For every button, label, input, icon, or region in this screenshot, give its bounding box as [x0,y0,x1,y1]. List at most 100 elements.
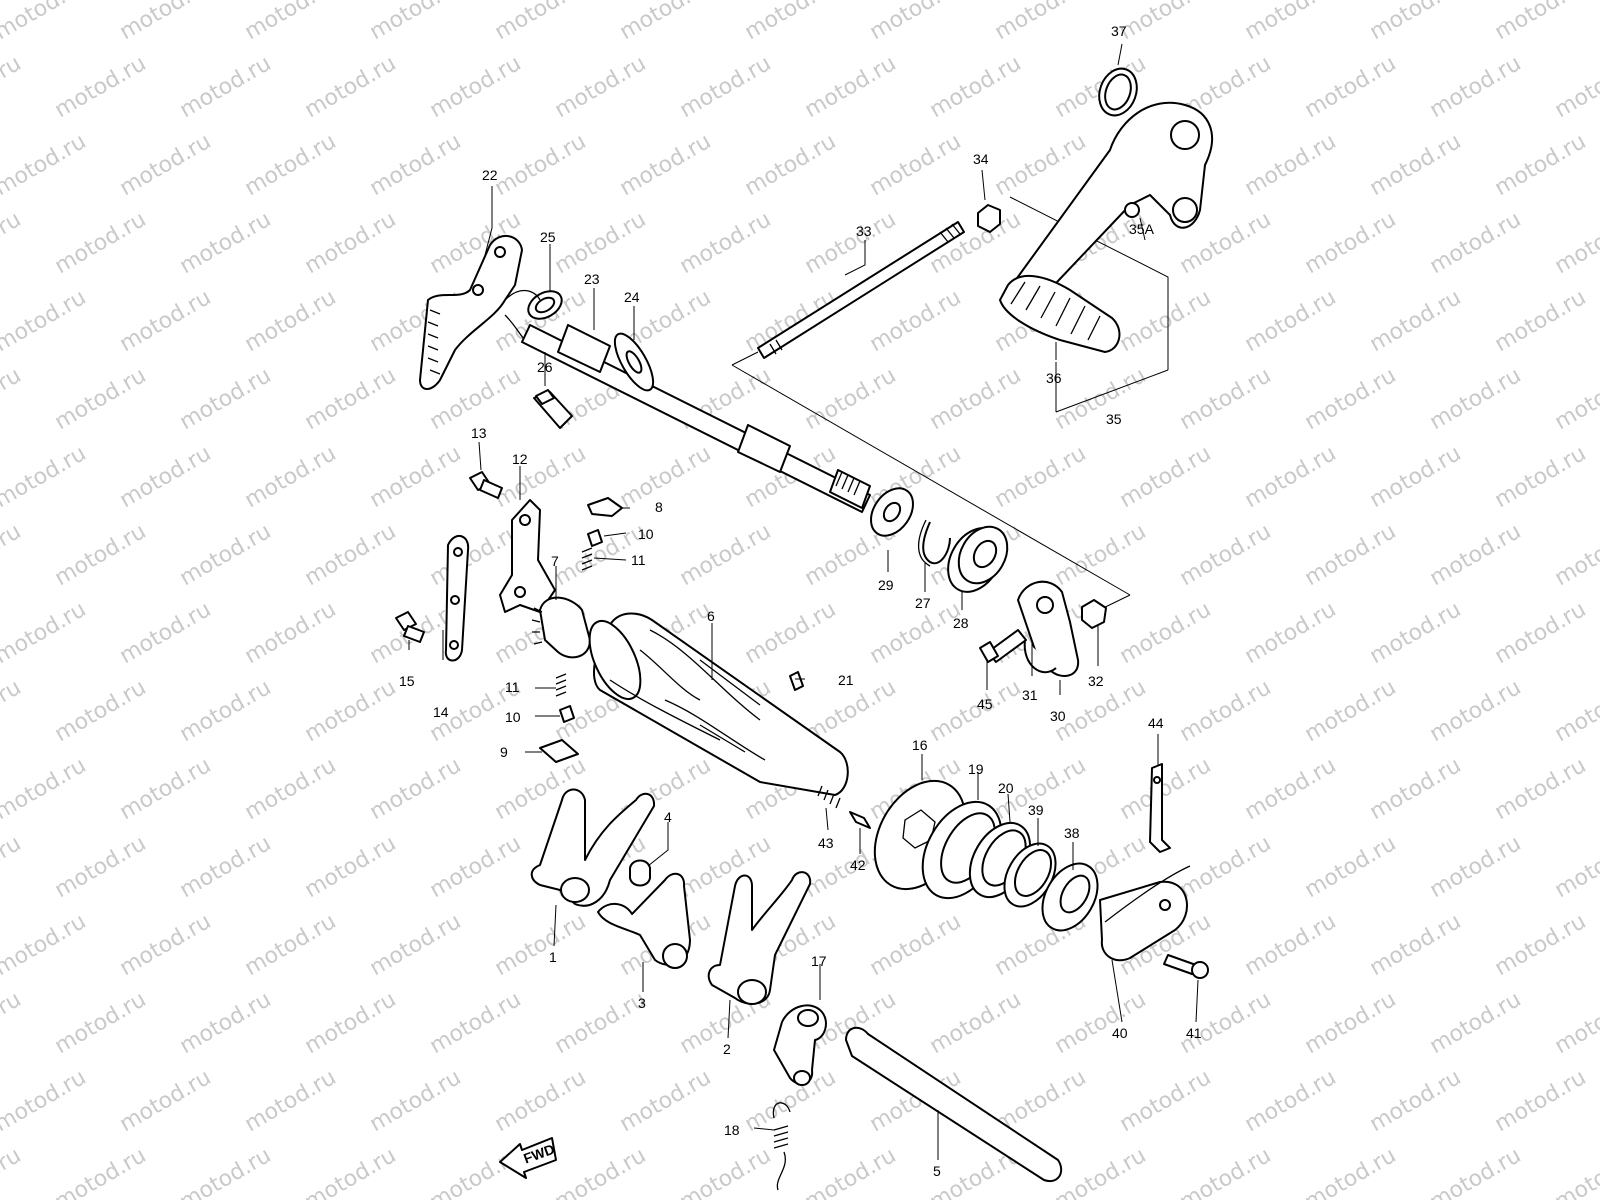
watermark-text: motod.ru [176,675,276,747]
watermark-text: motod.ru [0,441,90,513]
watermark-text: motod.ru [1051,363,1151,435]
watermark-text: motod.ru [1051,519,1151,591]
callout-13: 13 [471,425,487,441]
watermark-text: motod.ru [1241,597,1341,669]
watermark-text: motod.ru [1551,51,1600,123]
part-8-stopper [587,497,623,517]
watermark-text: motod.ru [1491,597,1591,669]
callout-35A: 35A [1129,221,1155,237]
watermark-text: motod.ru [1551,1143,1600,1200]
watermark-text: motod.ru [116,441,216,513]
watermark-text: motod.ru [741,285,841,357]
watermark-text: motod.ru [176,51,276,123]
part-15-bolt [395,611,425,643]
watermark-text: motod.ru [801,51,901,123]
watermark-text: motod.ru [676,519,776,591]
callout-11-lower: 11 [505,679,520,695]
callout-23: 23 [584,271,600,287]
part-26-bolt [533,389,573,429]
part-5-fork-shaft [845,1026,1063,1183]
callout-37: 37 [1111,23,1127,39]
part-30-shift-arm [1017,580,1080,677]
callout-2: 2 [723,1041,731,1057]
watermark-text: motod.ru [116,597,216,669]
callout-21: 21 [838,672,854,688]
watermark-text: motod.ru [991,129,1091,201]
watermark-text: motod.ru [1426,831,1526,903]
watermark-text: motod.ru [616,441,716,513]
watermark-text: motod.ru [1366,285,1466,357]
callout-18: 18 [724,1122,740,1138]
watermark-text: motod.ru [0,363,25,435]
part-25-spring [504,289,563,341]
watermark-text: motod.ru [1176,987,1276,1059]
watermark-text: motod.ru [1366,753,1466,825]
watermark-text: motod.ru [366,129,466,201]
watermark-text: motod.ru [116,129,216,201]
watermark-text: motod.ru [51,831,151,903]
callout-34: 34 [973,151,989,167]
part-3-shift-fork [597,872,691,969]
watermark-text: motod.ru [241,285,341,357]
watermark-text: motod.ru [491,441,591,513]
watermark-text: motod.ru [1551,207,1600,279]
watermark-text: motod.ru [1176,831,1276,903]
watermark-text: motod.ru [551,51,651,123]
watermark-text: motod.ru [1491,753,1591,825]
watermark-text: motod.ru [301,1143,401,1200]
watermark-text: motod.ru [1301,51,1401,123]
watermark-text: motod.ru [1116,753,1216,825]
part-shift-shaft [521,324,871,513]
watermark-text: motod.ru [366,1065,466,1137]
watermark-text: motod.ru [551,207,651,279]
watermark-text: motod.ru [116,0,216,45]
watermark-text: motod.ru [176,519,276,591]
watermark-text: motod.ru [1301,519,1401,591]
callout-36: 36 [1046,370,1062,386]
callout-25: 25 [540,229,556,245]
part-10-pin-upper [587,529,603,547]
watermark-text: motod.ru [1176,675,1276,747]
part-36-footrest-rubber [999,274,1121,353]
callout-4: 4 [664,809,672,825]
callout-labels: 1 2 3 4 5 6 7 8 9 10 10 11 11 12 13 14 1… [399,23,1202,1179]
part-37-o-ring [1098,67,1138,117]
watermark-text: motod.ru [801,363,901,435]
watermark-text: motod.ru [0,597,90,669]
watermark-text: motod.ru [1241,285,1341,357]
callout-24: 24 [624,289,640,305]
part-35A-gearshift-lever [1011,101,1214,301]
watermark-text: motod.ru [366,909,466,981]
watermark-text: motod.ru [51,363,151,435]
watermark-text: motod.ru [426,51,526,123]
watermark-text: motod.ru [1241,753,1341,825]
watermark-text: motod.ru [491,0,591,45]
watermark-text: motod.ru [301,207,401,279]
part-34-nut [977,204,1001,233]
part-21-pin [789,671,804,691]
watermark-text: motod.ru [1116,597,1216,669]
callout-26: 26 [537,359,553,375]
watermark-text: motod.ru [0,1143,25,1200]
part-10-pin-lower [559,705,575,723]
watermark-text: motod.ru [1051,1143,1151,1200]
watermark-text: motod.ru [866,909,966,981]
part-32-nut [1081,599,1107,629]
callout-17: 17 [811,953,827,969]
watermark-text: motod.ru [51,519,151,591]
watermark-text: motod.ru [491,1065,591,1137]
watermark-text: motod.ru [241,753,341,825]
watermark-text: motod.ru [866,129,966,201]
callout-27: 27 [915,595,931,611]
watermark-text: motod.ru [241,1065,341,1137]
watermark-text: motod.ru [1426,1143,1526,1200]
watermark-text: motod.ru [241,909,341,981]
watermark-text: motod.ru [1366,597,1466,669]
watermark-text: motod.ru [51,987,151,1059]
watermark-text: motod.ru [616,0,716,45]
watermark-text: motod.ru [1116,285,1216,357]
watermark-text: motod.ru [1366,0,1466,45]
watermark-text: motod.ru [301,519,401,591]
watermark-text: motod.ru [491,129,591,201]
